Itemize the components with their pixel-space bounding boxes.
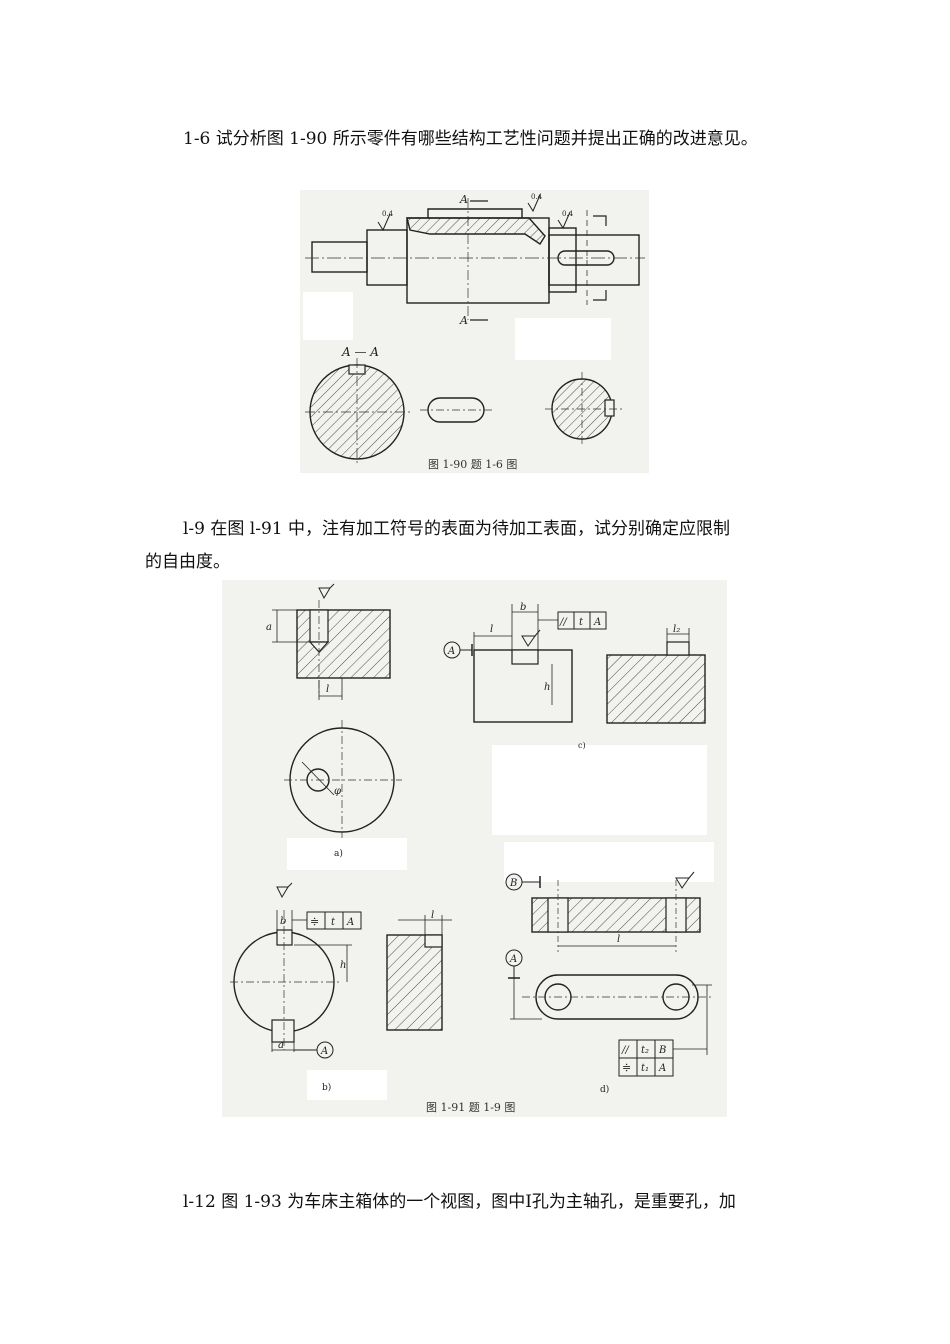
tol-symmetry-d: ≑ <box>622 1061 631 1074</box>
roughness-3: 0.4 <box>562 210 574 218</box>
question-1-9-line1: l-9 在图 l-91 中，注有加工符号的表面为待加工表面，试分别确定应限制 <box>183 519 731 539</box>
tol-datum-A-d: A <box>658 1063 666 1074</box>
sub-figure-a: a l φ a) <box>266 583 407 870</box>
tol-datum-b: A <box>346 917 354 928</box>
tol-datum-B-d: B <box>658 1045 666 1056</box>
datum-B-d: B <box>509 878 517 889</box>
sub-figure-b: b ≑ t A h a A b) l <box>230 882 452 1100</box>
figure-1-90-drawing: A A 0.4 0.4 0.4 A — A 图 1-90 题 1-6 图 <box>303 193 645 471</box>
figure-1-91-caption: 图 1-91 题 1-9 图 <box>426 1101 515 1114</box>
label-b: b) <box>322 1082 331 1093</box>
section-mark-top: A <box>459 193 468 206</box>
figure-1-91-drawing: a l φ a) l b <box>230 583 714 1114</box>
dim-l-d: l <box>617 934 620 945</box>
figure-1-90-caption: 图 1-90 题 1-6 图 <box>428 458 517 471</box>
dim-b-b: b <box>280 916 286 927</box>
dim-l-c: l <box>490 624 493 635</box>
tol-t2-d: t₂ <box>641 1045 649 1056</box>
roughness-2: 0.4 <box>531 193 543 201</box>
dim-a: a <box>266 622 272 633</box>
question-1-12: l-12 图 1-93 为车床主箱体的一个视图，图中Ⅰ孔为主轴孔，是重要孔，加 <box>183 1192 736 1212</box>
label-c: c) <box>578 741 586 750</box>
figure-1-91: a l φ a) l b <box>222 580 727 1117</box>
tol-symmetry-b: ≑ <box>310 915 319 928</box>
dim-l2-c: l₂ <box>673 624 680 635</box>
dim-a-b: a <box>278 1040 284 1051</box>
sub-figure-c: l b // t A h A l₂ c) <box>443 602 707 835</box>
tol-t-b: t <box>331 917 336 928</box>
datum-A-b: A <box>320 1046 328 1057</box>
label-a: a) <box>334 848 343 859</box>
tol-t-c: t <box>579 617 584 628</box>
tol-t1-d: t₁ <box>641 1063 649 1074</box>
question-1-6: 1-6 试分析图 1-90 所示零件有哪些结构工艺性问题并提出正确的改进意见。 <box>183 129 758 149</box>
dim-h-b: h <box>340 960 346 971</box>
dim-l-b: l <box>431 910 434 921</box>
roughness-1: 0.4 <box>382 210 394 218</box>
tol-parallel-c: // <box>559 617 568 628</box>
tol-parallel-d: // <box>621 1045 630 1056</box>
datum-A-d: A <box>509 954 517 965</box>
dim-phi: φ <box>334 786 341 797</box>
section-mark-bottom: A <box>459 314 468 327</box>
dim-l-a: l <box>326 684 329 695</box>
tol-datum-c: A <box>593 617 601 628</box>
label-d: d) <box>600 1084 609 1095</box>
dim-b-c: b <box>520 602 526 613</box>
sub-figure-d: B l A // t₂ B ≑ t₁ <box>504 842 714 1095</box>
figure-1-90: A A 0.4 0.4 0.4 A — A 图 1-90 题 1-6 图 <box>300 190 649 473</box>
section-label: A — A <box>341 345 379 359</box>
datum-A-c: A <box>447 646 455 657</box>
shaft-main-view <box>311 208 640 304</box>
dim-h-c: h <box>544 682 550 693</box>
question-1-9-line2: 的自由度。 <box>145 552 230 572</box>
